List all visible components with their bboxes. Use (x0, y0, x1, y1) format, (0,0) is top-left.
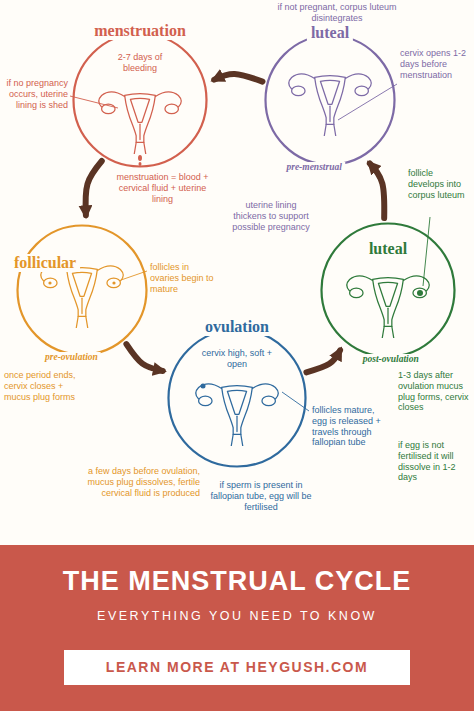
circle-outline (18, 226, 147, 355)
callout-note: cervix opens 1-2 days before menstruatio… (400, 48, 470, 80)
phase-heading: luteal (365, 240, 411, 258)
callout-note: if sperm is present in fallopian tube, e… (205, 480, 317, 512)
cycle-arrow (370, 164, 385, 219)
callout-note: follicles in ovaries begin to mature (150, 262, 220, 294)
callout-note: uterine lining thickens to support possi… (232, 200, 310, 232)
leader-line (423, 217, 430, 286)
phase-heading: ovulation (201, 318, 273, 336)
circle-outline (169, 330, 306, 467)
phase-circle: lutealpre-menstrual (264, 34, 396, 166)
callout-note: 1-3 days after ovulation mucus plug form… (398, 370, 472, 413)
callout-note: if egg is not fertilised it will dissolv… (398, 440, 472, 483)
blood-drop (138, 155, 142, 161)
egg (201, 384, 206, 389)
circle-outline (264, 34, 396, 166)
phase-circle: follicularpre-ovulation (16, 224, 148, 356)
callout-note: follicles mature, egg is released + trav… (312, 405, 390, 448)
phase-subheading: pre-ovulation (42, 352, 101, 362)
phase-heading: follicular (10, 254, 80, 272)
callout-note: if not pregnant, corpus luteum disintegr… (262, 2, 412, 24)
callout-note: if no pregnancy occurs, uterine lining i… (2, 78, 68, 110)
link-button: LEARN MORE AT HEYGUSH.COM (64, 650, 410, 685)
cycle-arrow (126, 344, 162, 371)
title: THE MENSTRUAL CYCLE (0, 566, 474, 597)
callout-note: menstruation = blood + cervical fluid + … (110, 172, 215, 204)
callout-note: follicle develops into corpus luteum (408, 168, 470, 200)
uterus-drawing (99, 92, 182, 154)
circle-outline (74, 34, 207, 167)
leader-line (70, 96, 118, 108)
circle-outline (266, 36, 395, 165)
uterus-drawing (347, 276, 430, 338)
leader-line (338, 84, 397, 120)
phase-note: 2-7 days of bleeding (104, 52, 176, 74)
cycle-arrow (85, 161, 101, 215)
follicle-dot (112, 281, 115, 284)
phase-circle: lutealpost-ovulation (320, 222, 456, 358)
phase-circle: menstruation2-7 days of bleeding (72, 32, 208, 168)
callout-note: once period ends, cervix closes + mucus … (4, 370, 78, 402)
cycle-arrow (214, 74, 262, 82)
cycle-arrow (306, 350, 340, 372)
phase-subheading: pre-menstrual (283, 162, 344, 172)
uterus-drawing (289, 74, 372, 136)
phase-subheading: post-ovulation (360, 354, 422, 364)
circle-outline (16, 224, 148, 356)
follicle-dot (48, 281, 51, 284)
phase-heading: luteal (307, 24, 353, 42)
callout-note: a few days before ovulation, mucus plug … (76, 466, 200, 498)
uterus-drawing (196, 384, 279, 446)
phase-circle: ovulationcervix high, soft + open (167, 328, 307, 468)
phase-note: cervix high, soft + open (201, 348, 273, 370)
caption: EVERYTHING YOU NEED TO KNOW (0, 609, 474, 623)
phase-heading: menstruation (90, 22, 190, 40)
circle-outline (322, 224, 455, 357)
corpus-luteum (417, 290, 423, 296)
uterus-drawing (41, 266, 124, 328)
